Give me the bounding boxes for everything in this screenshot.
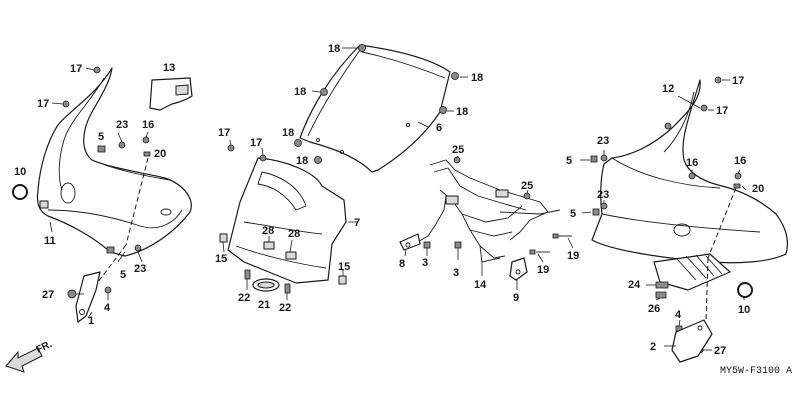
callout-19-b: 19 — [567, 250, 579, 262]
callout-13: 13 — [163, 62, 175, 74]
callout-18-a: 18 — [328, 43, 340, 55]
callout-12: 12 — [662, 83, 674, 95]
stay-bracket-left-part — [399, 233, 421, 251]
callout-16-a: 16 — [142, 119, 154, 131]
callout-9: 9 — [513, 292, 519, 304]
callout-5-b: 5 — [120, 269, 126, 281]
callout-18-d: 18 — [456, 106, 468, 118]
front-direction-label: FR. — [35, 339, 54, 356]
callout-17-f: 17 — [716, 105, 728, 117]
inner-panel-group: 17 17 7 28 28 15 15 22 21 22 — [215, 127, 360, 314]
callout-10-a: 10 — [14, 166, 26, 178]
callout-17-b: 17 — [37, 98, 49, 110]
callout-15-b: 15 — [338, 261, 350, 273]
callout-28-b: 28 — [288, 228, 300, 240]
left-fairing-group: 17 17 13 5 23 16 20 10 11 5 23 27 1 4 — [12, 62, 193, 327]
windscreen-group: 18 18 18 18 6 18 18 — [282, 43, 483, 173]
callout-7: 7 — [354, 217, 360, 229]
callout-28-a: 28 — [262, 225, 274, 237]
left-ring-part — [12, 184, 28, 200]
windscreen-part — [299, 44, 451, 173]
callout-25-a: 25 — [452, 144, 464, 156]
callout-11: 11 — [44, 235, 56, 247]
callout-19-a: 19 — [537, 264, 549, 276]
callout-23-b: 23 — [134, 263, 146, 275]
callout-5-a: 5 — [98, 131, 104, 143]
callout-6: 6 — [436, 122, 442, 134]
callout-23-c: 23 — [597, 135, 609, 147]
callout-20-a: 20 — [154, 148, 166, 160]
callout-16-c: 16 — [734, 155, 746, 167]
callout-17-c: 17 — [218, 127, 230, 139]
front-direction-indicator: FR. — [5, 339, 54, 373]
right-ring-part — [737, 282, 753, 298]
callout-18-c: 18 — [294, 86, 306, 98]
stay-bracket-right-part — [509, 257, 528, 281]
callout-4-a: 4 — [104, 302, 111, 314]
callout-4-b: 4 — [675, 309, 682, 321]
callout-3-a: 3 — [422, 257, 428, 269]
callout-5-d: 5 — [570, 208, 576, 220]
callout-16-b: 16 — [686, 157, 698, 169]
callout-18-f: 18 — [296, 155, 308, 167]
callout-26: 26 — [648, 303, 660, 315]
callout-18-e: 18 — [282, 127, 294, 139]
callout-18-b: 18 — [471, 72, 483, 84]
callout-10-b: 10 — [738, 304, 750, 316]
callout-8: 8 — [399, 258, 405, 270]
callout-3-b: 3 — [453, 267, 459, 279]
callout-24: 24 — [628, 279, 641, 291]
callout-27-b: 27 — [714, 345, 726, 357]
callout-22-b: 22 — [279, 302, 291, 314]
callout-17-d: 17 — [250, 137, 262, 149]
stay-group: 25 25 8 3 3 14 9 19 19 — [399, 144, 579, 304]
stay-frame-part — [429, 159, 549, 241]
callout-17-e: 17 — [732, 75, 744, 87]
callout-23-a: 23 — [116, 119, 128, 131]
diagram-code: MY5W-F3100 A — [720, 366, 792, 377]
right-stay-part — [671, 319, 713, 363]
callout-23-d: 23 — [597, 189, 609, 201]
callout-21: 21 — [258, 299, 270, 311]
callout-17-a: 17 — [70, 63, 82, 75]
callout-1: 1 — [88, 315, 94, 327]
inner-panel-part — [227, 157, 347, 284]
callout-22-a: 22 — [238, 292, 250, 304]
callout-27-a: 27 — [42, 289, 54, 301]
callout-2: 2 — [650, 341, 656, 353]
left-fairing-panel — [36, 67, 192, 257]
front-arrow-icon — [5, 347, 43, 373]
callout-5-c: 5 — [566, 155, 572, 167]
callout-25-b: 25 — [521, 180, 533, 192]
callout-15-a: 15 — [215, 253, 227, 265]
right-fairing-group: 17 12 17 23 5 16 16 20 23 5 24 10 26 4 2… — [566, 75, 788, 363]
callout-14: 14 — [474, 279, 487, 291]
callout-20-b: 20 — [752, 183, 764, 195]
